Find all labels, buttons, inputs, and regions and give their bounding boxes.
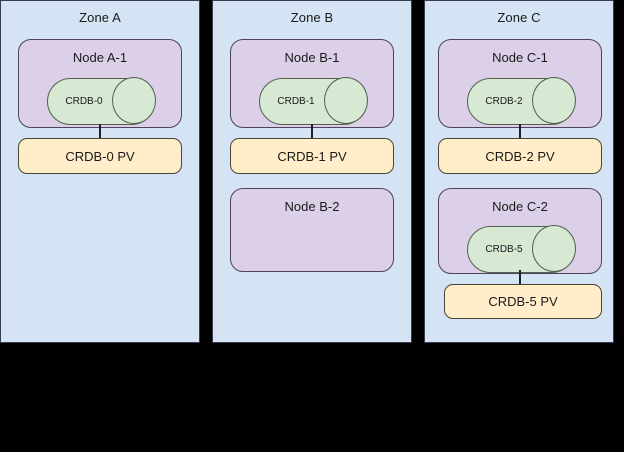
cylinder-label: CRDB-2: [485, 96, 523, 107]
cylinder-cap: [532, 77, 576, 124]
database-cylinder-crdb-5: CRDB-5: [467, 225, 576, 273]
cylinder-cap: [112, 77, 156, 124]
pv-crdb-2: CRDB-2 PV: [438, 138, 602, 174]
connector-node-c-2-to-pv: [519, 270, 521, 285]
node-b-2: Node B-2: [230, 188, 394, 272]
node-c-1-title: Node C-1: [492, 50, 548, 65]
pv-crdb-5: CRDB-5 PV: [444, 284, 602, 319]
node-a-1-title: Node A-1: [72, 50, 128, 65]
zone-a: Zone A Node A-1 CRDB-0 CRDB-0 PV: [0, 0, 200, 343]
cylinder-label: CRDB-1: [277, 96, 315, 107]
pv-crdb-0: CRDB-0 PV: [18, 138, 182, 174]
database-cylinder-crdb-2: CRDB-2: [467, 77, 576, 125]
zone-c-title: Zone C: [497, 10, 541, 25]
database-cylinder-crdb-1: CRDB-1: [259, 77, 368, 125]
node-a-1: Node A-1 CRDB-0: [18, 39, 182, 128]
cylinder-cap: [532, 225, 576, 272]
zone-a-title: Zone A: [79, 10, 121, 25]
cylinder-label: CRDB-0: [65, 96, 103, 107]
node-b-2-title: Node B-2: [284, 199, 340, 214]
node-c-2-title: Node C-2: [492, 199, 548, 214]
node-c-2: Node C-2 CRDB-5: [438, 188, 602, 274]
zone-b: Zone B Node B-1 CRDB-1 CRDB-1 PV Node B-…: [212, 0, 412, 343]
database-cylinder-crdb-0: CRDB-0: [47, 77, 156, 125]
zone-b-title: Zone B: [290, 10, 334, 25]
connector-node-a-1-to-pv: [99, 124, 101, 139]
connector-node-b-1-to-pv: [311, 124, 313, 139]
cylinder-cap: [324, 77, 368, 124]
zone-c: Zone C Node C-1 CRDB-2 CRDB-2 PV Node C-…: [424, 0, 614, 343]
node-b-1-title: Node B-1: [284, 50, 340, 65]
cylinder-label: CRDB-5: [485, 244, 523, 255]
node-c-1: Node C-1 CRDB-2: [438, 39, 602, 128]
connector-node-c-1-to-pv: [519, 124, 521, 139]
pv-crdb-1: CRDB-1 PV: [230, 138, 394, 174]
node-b-1: Node B-1 CRDB-1: [230, 39, 394, 128]
